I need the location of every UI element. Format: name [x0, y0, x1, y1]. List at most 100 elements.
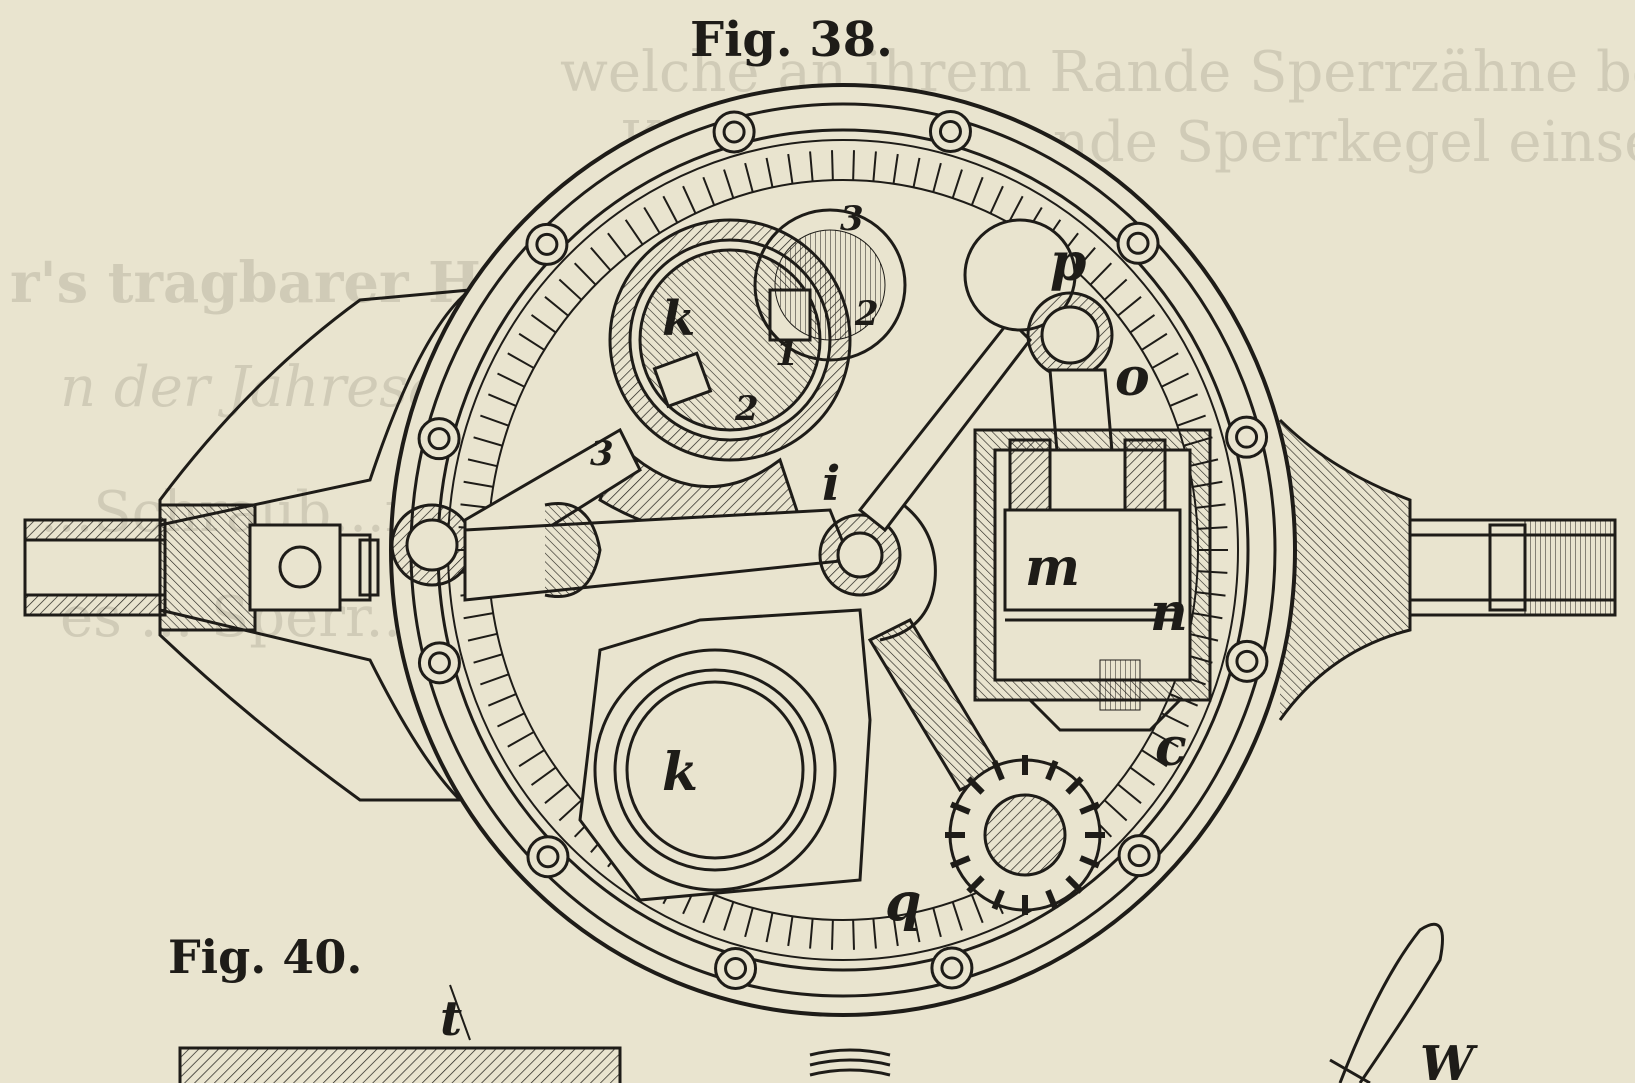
- gear-tooth: [1117, 296, 1142, 317]
- rim-bolt-hole: [427, 427, 451, 451]
- rim-bolt-hole: [1127, 844, 1151, 868]
- gear-tooth: [530, 766, 557, 786]
- pinion-tooth: [966, 776, 985, 795]
- pinion-tooth: [949, 801, 971, 815]
- label-3-top: 3: [840, 199, 864, 239]
- gear-tooth: [480, 414, 509, 427]
- label-n: n: [1150, 582, 1188, 643]
- rim-bolt: [1117, 834, 1161, 878]
- gear-tooth: [892, 153, 899, 184]
- label-t: t: [440, 991, 462, 1047]
- gear-tooth: [1151, 352, 1179, 369]
- gear-tooth: [497, 372, 525, 388]
- gear-tooth: [662, 195, 679, 224]
- fig40-spring: [809, 1048, 891, 1077]
- gear-tooth: [1177, 414, 1206, 427]
- gear-tooth: [558, 799, 583, 822]
- label-p: p: [1050, 232, 1086, 293]
- gear-tooth: [480, 673, 509, 686]
- label-w: W: [1420, 1036, 1478, 1083]
- gear-tooth: [487, 393, 517, 407]
- gear-tooth: [723, 169, 735, 199]
- rim-bolt: [714, 946, 758, 990]
- rim-bolt-hole: [1235, 649, 1259, 673]
- gear-tooth: [852, 919, 855, 950]
- gear-tooth: [932, 907, 942, 938]
- gear-tooth: [744, 162, 754, 193]
- gear-tooth: [872, 918, 877, 949]
- gear-tooth: [831, 919, 834, 950]
- fig40-lever: [1338, 922, 1444, 1083]
- rim-bolt: [1225, 415, 1269, 459]
- rim-bolt: [417, 417, 461, 461]
- gear-tooth: [473, 653, 503, 664]
- rim-bolt: [1116, 221, 1160, 265]
- rim-bolt-hole: [938, 120, 962, 144]
- pinion-tooth: [966, 875, 985, 894]
- gear-tooth: [809, 918, 814, 949]
- gear-tooth: [1169, 393, 1199, 407]
- label-k-lower: k: [662, 742, 698, 803]
- rim-bolt: [930, 946, 974, 990]
- gear-tooth: [702, 176, 716, 206]
- gear-tooth: [744, 907, 754, 938]
- pinion-teeth: [945, 755, 1105, 915]
- gear-tooth: [544, 783, 569, 804]
- label-q: q: [885, 872, 921, 933]
- gear-tooth: [573, 262, 597, 286]
- gear-tooth: [970, 176, 984, 206]
- label-i: i: [822, 456, 840, 512]
- gear-tooth: [643, 206, 661, 234]
- gear-tooth: [970, 894, 984, 924]
- gear-tooth: [473, 436, 503, 447]
- label-m: m: [1025, 537, 1080, 598]
- gear-tooth: [1151, 731, 1179, 748]
- label-o: o: [1115, 347, 1150, 408]
- pinion-tooth: [991, 889, 1005, 911]
- gear-tooth: [1103, 799, 1128, 822]
- right-arm-housing: [1278, 418, 1412, 721]
- rim-bolt-hole: [1126, 231, 1150, 255]
- rim-bolt-hole: [536, 845, 560, 869]
- gear-tooth: [463, 480, 494, 488]
- pinion-tooth: [1065, 776, 1084, 795]
- rim-bolt: [712, 110, 756, 154]
- pinion-tooth: [1079, 855, 1101, 869]
- pinion-tooth: [949, 855, 971, 869]
- gear-tooth: [463, 612, 494, 620]
- gear-tooth: [507, 352, 535, 369]
- gear-tooth: [1074, 247, 1096, 272]
- gear-tooth: [467, 458, 498, 468]
- gear-tooth: [989, 185, 1004, 214]
- gear-tooth: [765, 912, 774, 943]
- rim-bolt: [928, 110, 972, 154]
- gear-tooth: [932, 162, 942, 193]
- gear-tooth: [831, 150, 834, 181]
- gear-tooth: [872, 151, 877, 182]
- gear-tooth: [723, 901, 735, 931]
- left-socket-pin: [278, 545, 322, 589]
- label-k-upper: k: [662, 291, 695, 347]
- rim-bolt-hole: [722, 120, 746, 144]
- gear-tooth: [558, 278, 583, 301]
- label-2-left: 2: [734, 389, 759, 429]
- rim-bolt: [526, 835, 570, 879]
- lower-eccentric-k: [593, 648, 837, 892]
- gear-tooth: [1141, 332, 1168, 351]
- rim-bolt-hole: [535, 232, 559, 256]
- rim-bolt-hole: [724, 956, 748, 980]
- gear-tooth: [1129, 314, 1156, 334]
- gear-tooth: [1141, 749, 1168, 768]
- gear-tooth: [951, 169, 963, 199]
- gear-tooth: [1129, 766, 1156, 786]
- piston-m: [1003, 508, 1182, 612]
- label-2-right: 2: [854, 294, 879, 334]
- label-3-left: 3: [590, 434, 614, 474]
- gear-tooth: [682, 185, 697, 214]
- pinion-tooth: [1045, 759, 1059, 781]
- gear-tooth: [1103, 278, 1128, 301]
- gear-tooth: [787, 916, 794, 947]
- gear-tooth: [507, 731, 535, 748]
